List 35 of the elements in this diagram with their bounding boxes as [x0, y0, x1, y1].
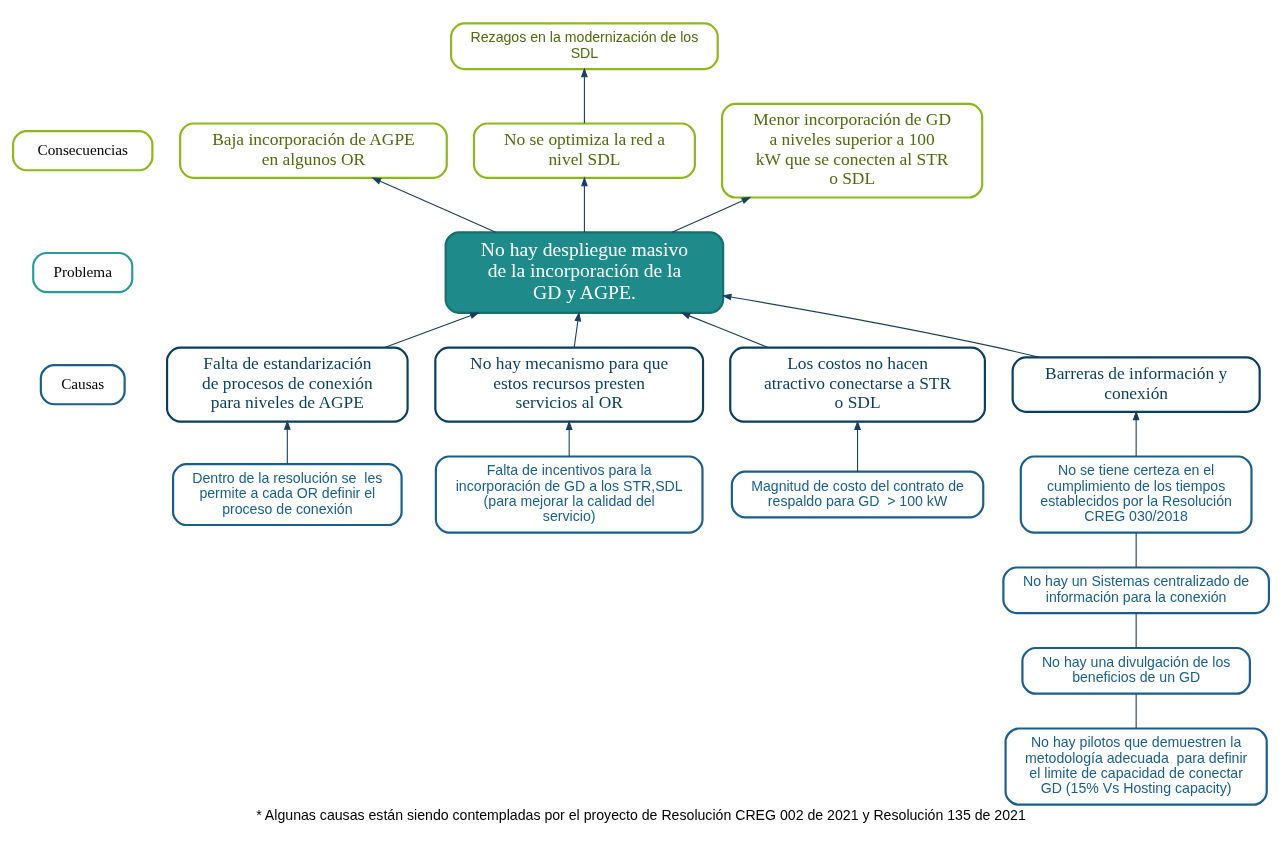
- node-box: No se optimiza la red a nivel SDL: [472, 122, 696, 179]
- arrow: [283, 420, 291, 465]
- arrow: [671, 196, 752, 233]
- node-box: Dentro de la resolución se les permite a cada OR definir el proceso de conexión: [171, 463, 403, 527]
- arrow: [384, 312, 480, 349]
- arrow: [371, 177, 497, 233]
- arrow: [854, 420, 861, 473]
- arrow: [680, 312, 769, 349]
- node-box: Falta de incentivos para la incorporación de GD a los STR,SDL (para mejorar la calidad del servicio): [434, 455, 704, 534]
- node-box: Problema: [32, 251, 134, 294]
- node-box: No hay mecanismo para que estos recursos presten servicios al OR: [434, 346, 705, 423]
- node-box: No se tiene certeza en el cumplimiento de los tiempos establecidos por la Resolución CREG 030/2018: [1019, 455, 1253, 534]
- connector: [1135, 612, 1137, 649]
- node-box: Consecuencias: [12, 130, 154, 172]
- node-box: No hay un Sistemas centralizado de información para la conexión: [1002, 566, 1270, 615]
- connector: [1135, 693, 1137, 729]
- connector: [1135, 532, 1137, 568]
- node-box: Los costos no hacen atractivo conectarse a STR o SDL: [729, 346, 986, 423]
- node-box: No hay una divulgación de los beneficios de un GD: [1021, 646, 1251, 695]
- arrow: [721, 293, 1040, 358]
- node-box: Magnitud de costo del contrato de respaldo para GD > 100 kW: [730, 470, 985, 519]
- node-box: No hay pilotos que demuestren la metodología adecuada para definir el limite de capacidad de conectar GD (15% Vs Hosting capacity): [1004, 727, 1268, 806]
- caption: * Algunas causas están siendo contempladas por el proyecto de Resolución CREG 002 de 2021 y Resolución 135 de 2021: [256, 807, 1026, 824]
- node-box: No hay despliegue masivo de la incorporación de la GD y AGPE.: [444, 231, 725, 314]
- arrow: [565, 420, 573, 457]
- node-box: Barreras de información y conexión: [1011, 356, 1261, 413]
- node-box: Causas: [39, 363, 126, 406]
- arrow: [1132, 410, 1140, 457]
- node-box: Baja incorporación de AGPE en algunos OR: [179, 122, 448, 179]
- arrow: [581, 67, 588, 124]
- node-box: Falta de estandarización de procesos de conexión para niveles de AGPE: [166, 346, 409, 423]
- node-box: Menor incorporación de GD a niveles superior a 100 kW que se conecten al STR o SDL: [721, 102, 984, 199]
- arrow: [573, 311, 582, 349]
- arrow: [581, 176, 588, 233]
- node-box: Rezagos en la modernización de los SDL: [450, 22, 719, 71]
